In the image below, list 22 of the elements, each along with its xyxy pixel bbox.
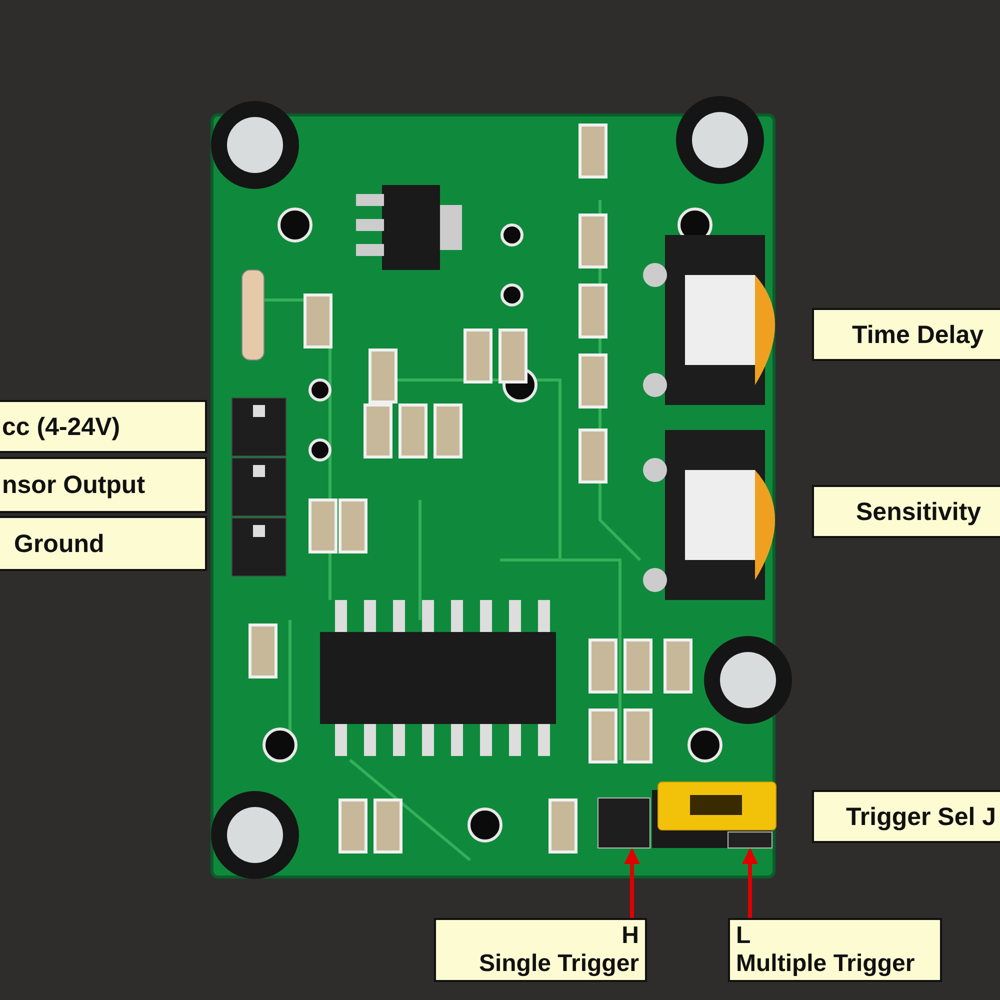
label-box [0,516,207,571]
component-label: Trigger Sel J [846,802,996,832]
component-label: cc (4-24V) [2,412,120,442]
label-box [812,485,1000,538]
jumper-setting-letter: L [736,922,751,950]
label-box [0,400,207,453]
label-box [0,457,207,513]
label-box [434,918,647,982]
label-box [812,790,1000,843]
jumper-pin [598,798,650,848]
component-label: Sensitivity [856,496,982,526]
arrow [624,848,640,918]
component-label: Single Trigger [478,950,639,978]
component-label: nsor Output [2,470,146,500]
component-label: Multiple Trigger [736,950,915,978]
label-box [812,308,1000,361]
component-label: Time Delay [852,320,984,350]
arrow [742,848,758,918]
component-label: Ground [14,528,104,558]
jumper-setting-letter: H [622,922,639,950]
jumper-pin [728,832,772,848]
label-box [728,918,942,982]
